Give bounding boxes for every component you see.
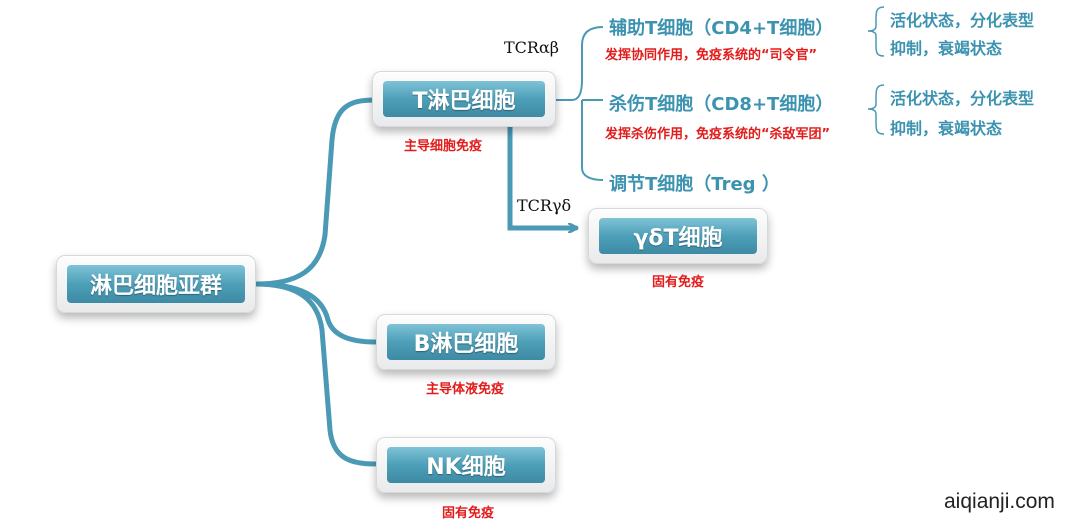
helper-state-brace	[867, 6, 885, 57]
b-cell-label: B淋巴细胞	[387, 324, 545, 360]
t-cell-node: T淋巴细胞	[372, 71, 556, 127]
gd-cell-label: γδT细胞	[599, 218, 757, 254]
treg-label: 调节T细胞（Treg ）	[609, 174, 780, 195]
b-cell-note: 主导体液免疫	[426, 382, 505, 397]
nk-cell-node: NK细胞	[376, 437, 556, 493]
helper-state-active: 活化状态，分化表型	[890, 11, 1035, 30]
killer-state-exhausted: 抑制，衰竭状态	[890, 119, 1003, 138]
helper-t-note: 发挥协同作用，免疫系统的“司令官”	[605, 48, 818, 63]
killer-state-brace	[867, 84, 885, 135]
gd-connector	[507, 124, 579, 228]
nk-cell-label: NK细胞	[387, 447, 545, 483]
tcr-gd-label: TCRγδ	[517, 196, 572, 215]
t-cell-note: 主导细胞免疫	[404, 139, 483, 154]
killer-t-note: 发挥杀伤作用，免疫系统的“杀敌军团”	[605, 127, 831, 142]
b-cell-node: B淋巴细胞	[376, 314, 556, 370]
t-subtype-bracket	[556, 26, 604, 181]
helper-state-exhausted: 抑制，衰竭状态	[890, 39, 1003, 58]
gd-cell-note: 固有免疫	[652, 275, 705, 290]
root-label: 淋巴细胞亚群	[67, 265, 245, 303]
killer-state-active: 活化状态，分化表型	[890, 89, 1035, 108]
root-node: 淋巴细胞亚群	[56, 255, 256, 313]
nk-cell-note: 固有免疫	[442, 506, 495, 521]
root-bracket-top	[253, 97, 378, 287]
killer-t-label: 杀伤T细胞（CD8+T细胞）	[609, 94, 834, 115]
watermark: aiqianji.com	[944, 490, 1055, 513]
helper-t-label: 辅助T细胞（CD4+T细胞）	[609, 18, 834, 39]
root-bracket-nk	[253, 281, 378, 467]
tcr-ab-label: TCRαβ	[504, 38, 560, 57]
gd-cell-node: γδT细胞	[588, 208, 768, 264]
t-cell-label: T淋巴细胞	[383, 81, 545, 117]
